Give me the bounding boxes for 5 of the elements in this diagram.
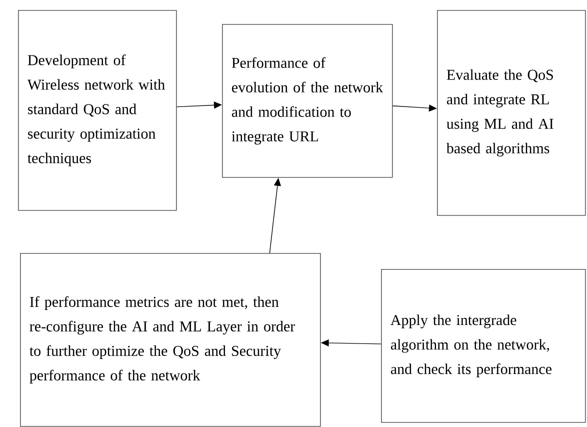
process-box: If performance metrics are not met, then re-configure the AI and ML Layer in order to further optimize the QoS and Security performance of the network [20, 252, 321, 427]
process-box: Development of Wireless network with standard QoS and security optimization techniques [18, 10, 177, 211]
process-box: Performance of evolution of the network and modification to integrate URL [222, 24, 393, 178]
process-box: Evaluate the QoS and integrate RL using ML and AI based algorithms [437, 10, 586, 216]
process-box: Apply the intergrade algorithm on the network, and check its performance [381, 268, 586, 423]
